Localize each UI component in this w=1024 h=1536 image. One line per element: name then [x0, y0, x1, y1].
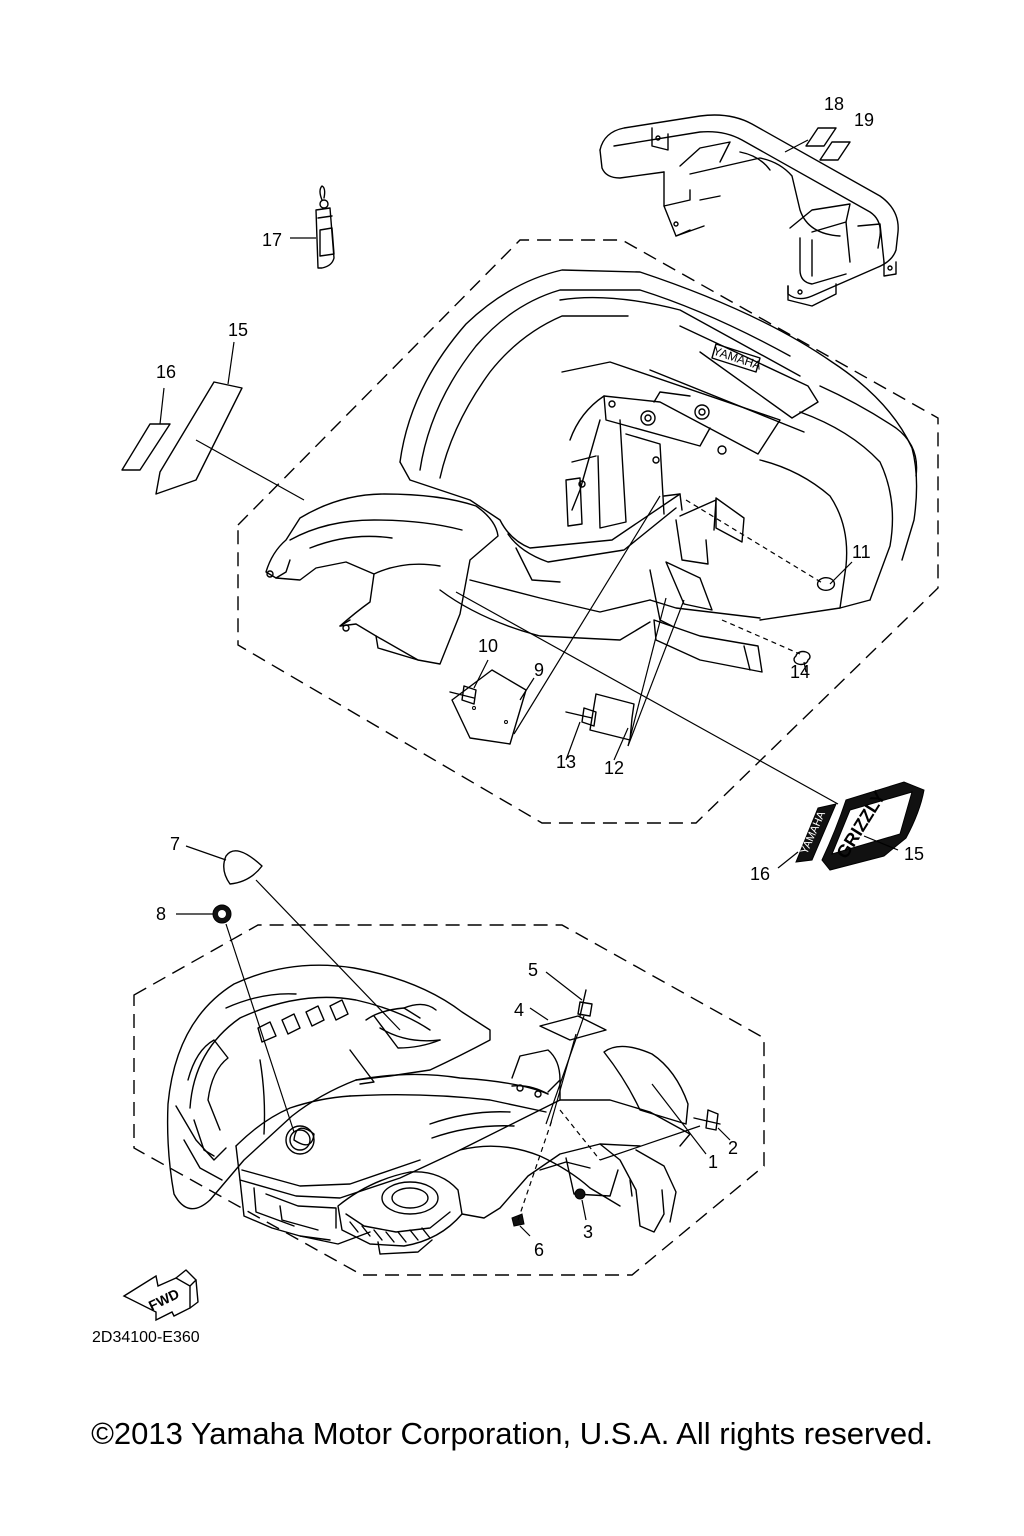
- part-11-grommet: [685, 499, 853, 591]
- rear-left-side-panel: [265, 493, 499, 665]
- part-4-plate: [529, 1007, 607, 1127]
- part-9-reflector-plate: [451, 495, 661, 745]
- diagram-code: 2D34100-E360: [92, 1329, 200, 1346]
- callout-1: 1: [708, 1152, 718, 1172]
- part-15-decal-left: [155, 341, 243, 495]
- callout-18: 18: [824, 94, 844, 114]
- callout-8: 8: [156, 904, 166, 924]
- part-16-decal-right: [795, 803, 837, 863]
- part-12-plate: [589, 597, 685, 761]
- callout-17: 17: [262, 230, 282, 250]
- callout-3: 3: [583, 1222, 593, 1242]
- fwd-arrow-icon: [122, 1269, 199, 1322]
- callout-12: 12: [604, 758, 624, 778]
- leader-15-right: [863, 835, 899, 851]
- callout-14: 14: [790, 662, 810, 682]
- callout-5: 5: [528, 960, 538, 980]
- rear-fender-group-outline: [237, 239, 939, 824]
- rear-carrier: [599, 114, 899, 307]
- part-3-nut: [574, 1188, 587, 1221]
- callout-9: 9: [534, 660, 544, 680]
- callout-15-left: 15: [228, 320, 248, 340]
- part-5-screw: [545, 971, 593, 1125]
- fender-emboss-text: YAMAHA: [711, 344, 763, 373]
- part-16-decal-left: [121, 387, 171, 471]
- part-14-grommet: [721, 619, 811, 673]
- callout-16-left: 16: [156, 362, 176, 382]
- part-1-mudguard: [559, 1045, 707, 1161]
- callout-15-right: 15: [904, 844, 924, 864]
- part-2-screw: [693, 1109, 731, 1141]
- leader-to-right-decals: [455, 591, 839, 805]
- copyright-notice: ©2013 Yamaha Motor Corporation, U.S.A. A…: [91, 1416, 933, 1451]
- front-fender: [166, 964, 691, 1255]
- part-18-19-stickers: [784, 127, 851, 161]
- part-8-emblem: [176, 904, 295, 1133]
- callout-2: 2: [728, 1138, 738, 1158]
- part-13-screw: [565, 707, 597, 761]
- part-6-clip: [511, 1119, 553, 1237]
- callout-13: 13: [556, 752, 576, 772]
- leader-15-16-to-fender: [195, 439, 305, 501]
- callout-7: 7: [170, 834, 180, 854]
- callout-16-right: 16: [750, 864, 770, 884]
- callout-19: 19: [854, 110, 874, 130]
- callout-11: 11: [852, 542, 871, 562]
- part-17-tag: [290, 185, 335, 269]
- callout-labels: 1 2 3 4 5 6 7 8 9 10 11 12 13 14 15 15 1…: [156, 94, 924, 1260]
- part-10-screw: [449, 659, 489, 705]
- callout-10: 10: [478, 636, 498, 656]
- leader-16-right: [777, 851, 799, 869]
- part-15-decal-right: [821, 781, 925, 871]
- callout-6: 6: [534, 1240, 544, 1260]
- callout-4: 4: [514, 1000, 524, 1020]
- front-fender-group-outline: [133, 924, 765, 1276]
- rear-fender: [399, 269, 918, 673]
